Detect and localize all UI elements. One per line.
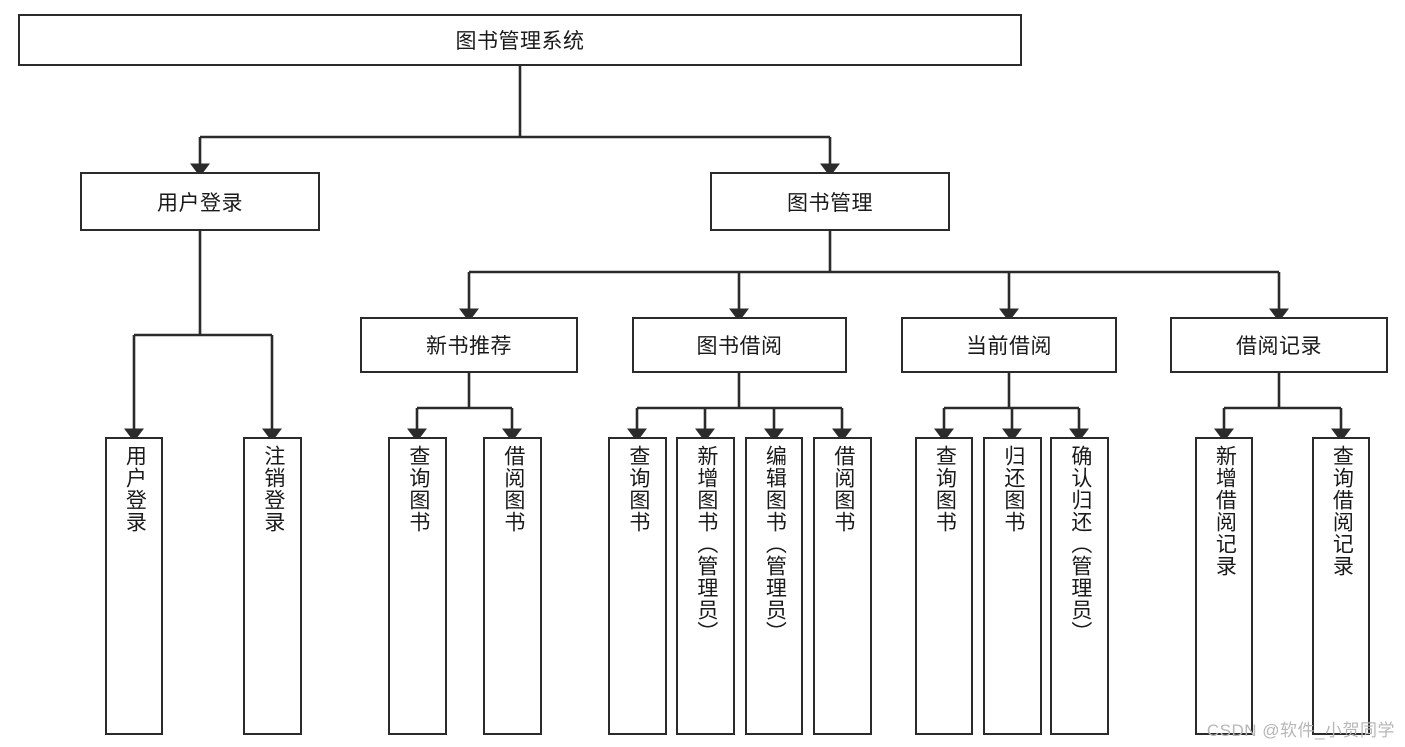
node-book-manage[interactable]: 图书管理 [710,172,950,231]
node-label: 用户登录 [123,445,147,533]
node-label: 新增借阅记录 [1213,445,1237,577]
node-leaf-user-login[interactable]: 用户登录 [105,437,163,735]
node-label: 查询图书 [406,445,430,533]
node-label: 新书推荐 [426,335,512,358]
node-leaf-query-book-2[interactable]: 查询图书 [608,437,667,735]
node-leaf-return-book[interactable]: 归还图书 [983,437,1042,735]
node-label: 查询图书 [626,445,650,533]
node-leaf-borrow-book-1[interactable]: 借阅图书 [483,437,542,735]
node-label: 新增图书（管理员） [694,445,718,643]
node-user-login[interactable]: 用户登录 [80,172,320,231]
node-label: 借阅图书 [831,445,855,533]
node-leaf-query-book-1[interactable]: 查询图书 [388,437,447,735]
node-label: 图书管理 [787,191,873,215]
node-label: 确认归还（管理员） [1068,445,1092,643]
node-label: 借阅记录 [1236,335,1322,358]
node-borrow-record[interactable]: 借阅记录 [1170,317,1388,373]
node-label: 当前借阅 [966,335,1052,358]
node-leaf-query-record[interactable]: 查询借阅记录 [1312,437,1370,735]
node-label: 编辑图书（管理员） [763,445,787,643]
node-leaf-edit-book[interactable]: 编辑图书（管理员） [745,437,803,735]
node-label: 查询图书 [933,445,957,533]
node-leaf-logout[interactable]: 注销登录 [243,437,302,735]
node-label: 用户登录 [157,191,243,215]
node-label: 查询借阅记录 [1330,445,1354,577]
node-leaf-borrow-book-2[interactable]: 借阅图书 [813,437,872,735]
node-leaf-confirm-return[interactable]: 确认归还（管理员） [1050,437,1109,735]
node-label: 图书管理系统 [455,30,585,53]
node-new-book-recommend[interactable]: 新书推荐 [360,317,578,373]
node-book-borrow[interactable]: 图书借阅 [632,317,847,373]
node-leaf-add-book[interactable]: 新增图书（管理员） [676,437,735,735]
node-label: 图书借阅 [696,335,783,358]
node-label: 归还图书 [1001,445,1025,533]
node-label: 借阅图书 [501,445,525,533]
node-label: 注销登录 [261,445,285,533]
node-leaf-add-record[interactable]: 新增借阅记录 [1195,437,1253,735]
node-leaf-query-book-3[interactable]: 查询图书 [915,437,973,735]
watermark: CSDN @软件_小贺同学 [1206,721,1395,740]
node-current-borrow[interactable]: 当前借阅 [901,317,1117,373]
node-root[interactable]: 图书管理系统 [18,14,1022,66]
